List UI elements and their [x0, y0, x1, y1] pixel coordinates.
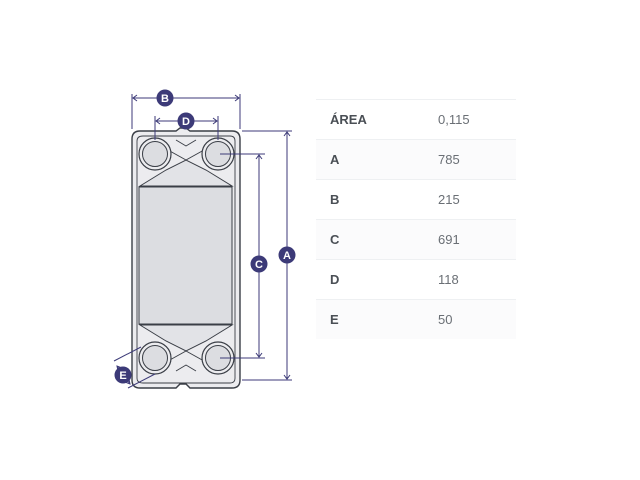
spec-row-d: D 118 — [316, 259, 516, 300]
port-bottom-right — [201, 341, 235, 375]
dimension-d-label: D — [182, 116, 190, 128]
dimension-d-badge: D — [177, 112, 195, 130]
port-top-left — [138, 137, 172, 171]
spec-label: C — [316, 219, 438, 260]
port-bottom-left — [138, 341, 172, 375]
spec-row-area: ÁREA 0,115 — [316, 99, 516, 140]
gasket-line — [136, 135, 236, 384]
dimension-b — [131, 94, 241, 129]
dimension-a-badge: A — [278, 246, 296, 264]
dimension-spec-table: ÁREA 0,115 A 785 B 215 C 691 D 118 E 50 — [316, 99, 516, 339]
dimension-c-badge: C — [250, 255, 268, 273]
spec-value: 0,115 — [438, 99, 516, 140]
spec-label: D — [316, 259, 438, 300]
dimension-c-label: C — [255, 259, 263, 271]
spec-value: 50 — [438, 299, 516, 339]
spec-row-a: A 785 — [316, 139, 516, 180]
spec-row-e: E 50 — [316, 299, 516, 339]
center-panel — [138, 186, 233, 325]
dimension-b-badge: B — [156, 89, 174, 107]
dimension-a-label: A — [283, 250, 291, 262]
spec-label: B — [316, 179, 438, 220]
dimension-e-label: E — [119, 370, 126, 382]
heat-exchanger-plate — [131, 127, 241, 389]
top-diagonal-right — [175, 139, 197, 147]
top-distribution-area — [138, 159, 234, 187]
spec-row-b: B 215 — [316, 179, 516, 220]
spec-value: 691 — [438, 219, 516, 260]
dimension-b-label: B — [161, 93, 169, 105]
spec-label: A — [316, 139, 438, 180]
spec-label: E — [316, 299, 438, 339]
plate-dimension-diagram: B D C — [113, 89, 296, 389]
spec-value: 118 — [438, 259, 516, 300]
dimension-e-badge: E — [114, 366, 132, 384]
bottom-diagonal-right — [175, 364, 197, 372]
spec-value: 785 — [438, 139, 516, 180]
spec-label: ÁREA — [316, 99, 438, 140]
spec-value: 215 — [438, 179, 516, 220]
spec-row-c: C 691 — [316, 219, 516, 260]
bottom-distribution-area — [138, 324, 234, 352]
